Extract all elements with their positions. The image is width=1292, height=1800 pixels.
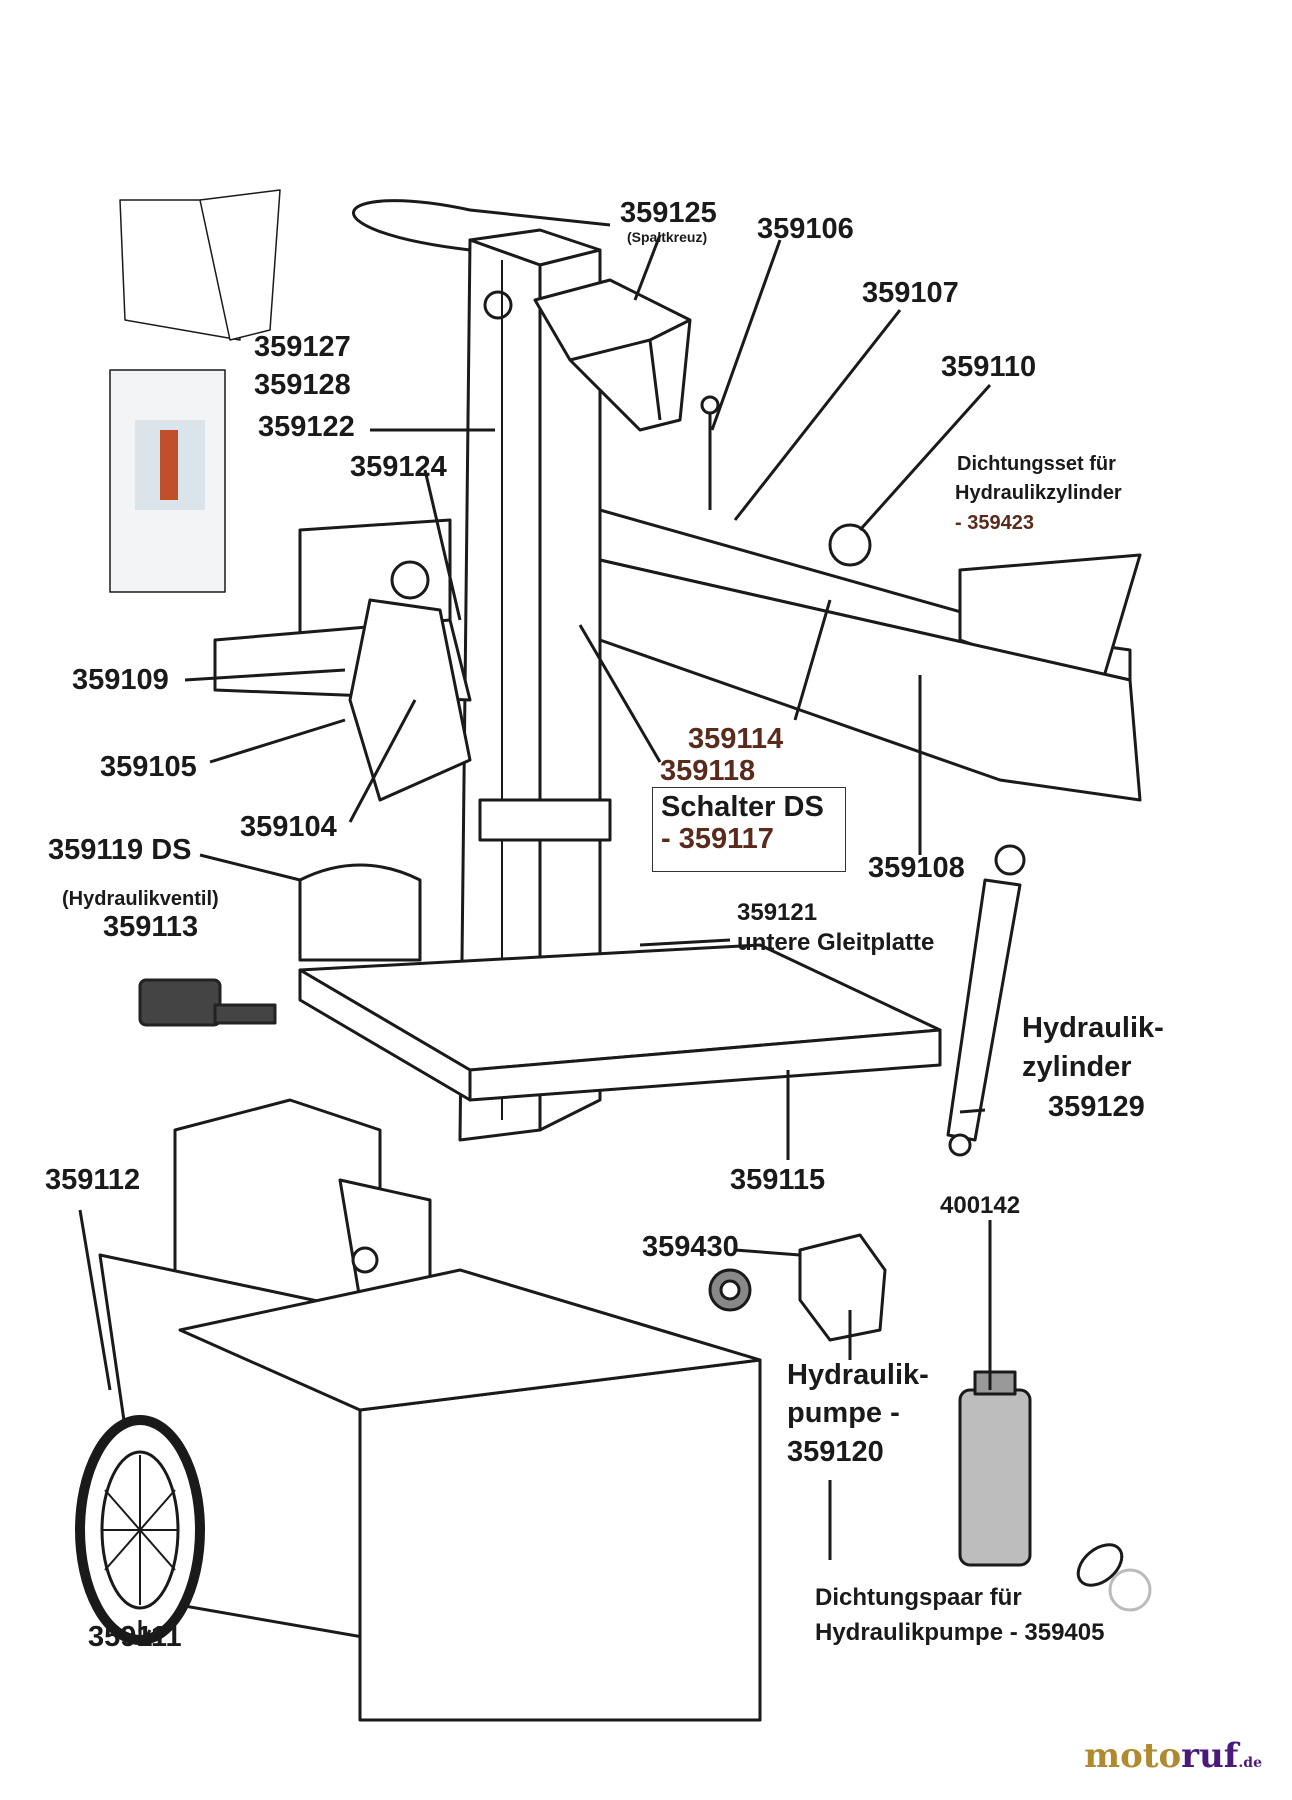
label-359108: 359108 (868, 852, 965, 884)
label-pair-2: Hydraulikpumpe - 359405 (815, 1619, 1105, 1646)
label-359127: 359127 (254, 331, 351, 363)
label-359107: 359107 (862, 277, 959, 309)
label-359110: 359110 (941, 351, 1037, 383)
label-359105: 359105 (100, 751, 197, 783)
label-359124: 359124 (350, 451, 447, 483)
leader-lines (78, 234, 992, 1641)
pump (798, 1233, 887, 1342)
handle-loop (352, 199, 611, 252)
label-400142: 400142 (940, 1192, 1021, 1219)
oil-bottle (958, 1388, 1032, 1567)
logo-part1: moto (1084, 1736, 1182, 1776)
label-pump-2: pumpe - (787, 1397, 900, 1429)
logo-suffix: .de (1238, 1755, 1262, 1771)
column-side (538, 248, 602, 1132)
label-359109: 359109 (72, 664, 169, 696)
label-switch-1: Schalter DS (661, 791, 824, 823)
label-pump-3: 359120 (787, 1436, 884, 1468)
column-hole (483, 290, 513, 320)
label-359125: 359125 (620, 197, 717, 229)
label-359104: 359104 (240, 811, 337, 843)
label-359118: 359118 (660, 755, 756, 787)
label-seal-cyl-1: Dichtungsset für (957, 453, 1116, 475)
label-seal-cyl-2: Hydraulikzylinder (955, 482, 1122, 504)
label-359115: 359115 (730, 1164, 826, 1196)
label-seal-cyl-3: - 359423 (955, 512, 1034, 534)
label-pump-1: Hydraulik- (787, 1359, 929, 1391)
label-359106: 359106 (757, 213, 854, 245)
lever (348, 598, 472, 802)
label-359430: 359430 (642, 1231, 739, 1263)
label-cyl-2: zylinder (1022, 1051, 1132, 1083)
label-359122: 359122 (258, 411, 355, 443)
label-359121: 359121 (737, 899, 818, 926)
logo-part2: ruf (1181, 1736, 1239, 1776)
label-switch-2: - 359117 (661, 822, 774, 855)
side-plate (598, 558, 1142, 802)
label-359128: 359128 (254, 369, 351, 401)
label-gleitplatte: untere Gleitplatte (737, 929, 935, 956)
switch-box: Schalter DS - 359117 (652, 787, 846, 872)
label-hydraulikventil: (Hydraulikventil) (62, 888, 219, 910)
label-359113: 359113 (103, 911, 199, 943)
label-cyl-1: Hydraulik- (1022, 1012, 1164, 1044)
label-359114: 359114 (688, 723, 784, 755)
label-359111: 359111 (88, 1621, 182, 1653)
motoruf-logo: motoruf.de (1084, 1736, 1262, 1776)
label-359112: 359112 (45, 1164, 141, 1196)
label-spaltkreuz: (Spaltkreuz) (627, 229, 708, 245)
knob (828, 523, 872, 567)
hydraulic-cylinder (946, 878, 1022, 1142)
label-359119: 359119 DS (48, 834, 192, 866)
label-pair-1: Dichtungspaar für (815, 1584, 1022, 1611)
label-cyl-3: 359129 (1048, 1091, 1145, 1123)
valve-housing (298, 863, 422, 962)
